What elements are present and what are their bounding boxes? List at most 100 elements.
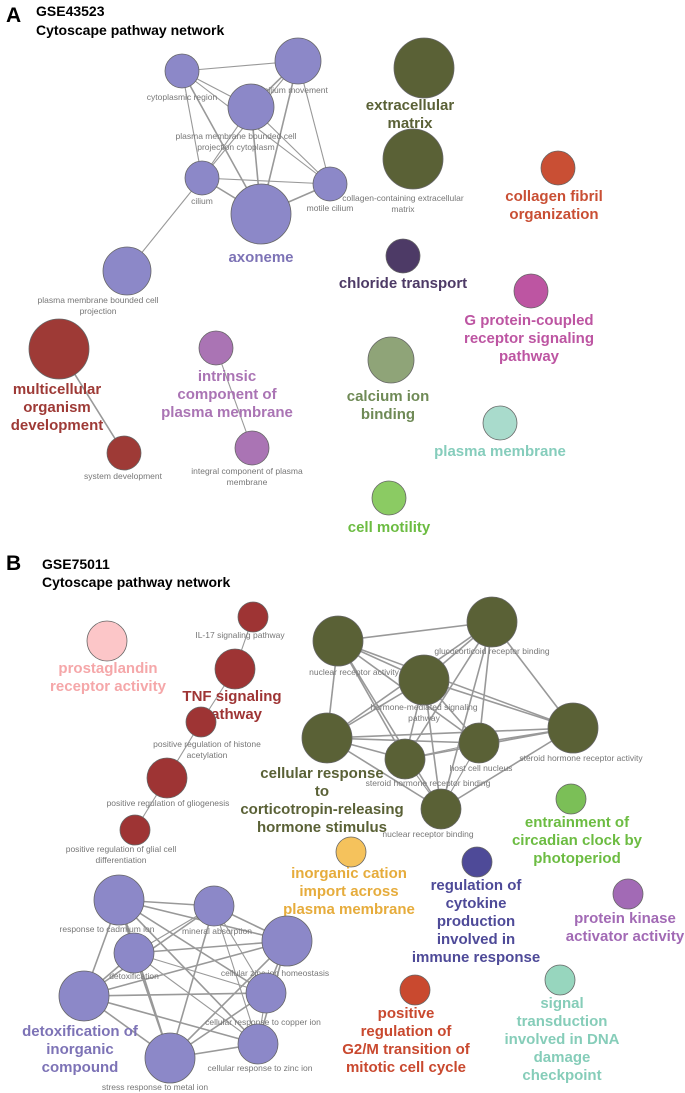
network-edge: [337, 621, 493, 642]
network-edge: [83, 940, 288, 997]
node-label: component of: [177, 386, 277, 403]
network-node-axoneme[interactable]: axoneme: [228, 183, 294, 266]
network-node-pos-reg-glio[interactable]: positive regulation of gliogenesis: [107, 757, 230, 808]
node-label: plasma membrane bounded cell: [176, 131, 297, 141]
network-edge: [83, 995, 259, 1045]
node-circle: [371, 480, 407, 516]
network-node-response-cadmium[interactable]: response to cadmium ion: [60, 874, 155, 934]
panel-a-dataset: GSE43523: [36, 3, 105, 19]
node-circle: [214, 648, 256, 690]
node-label: plasma membrane: [434, 443, 566, 460]
network-node-cellular-zinc-homeo[interactable]: cellular zinc ion homeostasis: [221, 915, 329, 978]
network-node-nuclear-receptor-activity[interactable]: nuclear receptor activity: [309, 615, 400, 677]
network-node-cilium-movement[interactable]: cilium movement: [264, 37, 329, 95]
network-node-pos-reg-glial-diff[interactable]: positive regulation of glial celldiffere…: [66, 814, 177, 865]
network-node-system-development[interactable]: system development: [84, 435, 163, 481]
node-label: cytokine: [446, 895, 507, 912]
network-node-cellular-response-crh[interactable]: cellular responsetocorticotropin-releasi…: [240, 712, 404, 836]
network-node-cytoplasmic-region[interactable]: cytoplasmic region: [147, 53, 218, 102]
node-label: steroid hormone receptor binding: [366, 778, 491, 788]
node-label: positive regulation of glial cell: [66, 844, 177, 854]
node-label: hormone stimulus: [257, 819, 387, 836]
node-label: mitotic cell cycle: [346, 1059, 466, 1076]
node-label: G2/M transition of: [342, 1041, 471, 1058]
network-node-glucocorticoid-binding[interactable]: glucocorticoid receptor binding: [434, 596, 550, 656]
node-label: cellular response: [260, 765, 383, 782]
node-circle: [106, 435, 142, 471]
panel-b-letter: B: [6, 552, 21, 575]
network-edge: [213, 905, 259, 1045]
node-label: nuclear receptor activity: [309, 667, 400, 677]
node-label: production: [437, 913, 515, 930]
network-node-cilium[interactable]: cilium: [184, 160, 220, 206]
network-edge: [201, 177, 331, 185]
network-node-mineral-absorption[interactable]: mineral absorption: [182, 885, 252, 936]
network-edge: [440, 621, 493, 810]
node-label: steroid hormone receptor activity: [519, 753, 643, 763]
node-circle: [234, 430, 270, 466]
node-circle: [458, 722, 500, 764]
node-circle: [420, 788, 462, 830]
node-circle: [93, 874, 145, 926]
network-node-cellular-response-copper[interactable]: cellular response to copper ion: [205, 972, 321, 1027]
node-circle: [482, 405, 518, 441]
node-circle: [28, 318, 90, 380]
network-node-cell-motility[interactable]: cell motility: [348, 480, 431, 536]
node-label: collagen fibril: [505, 188, 603, 205]
network-node-motile-cilium[interactable]: motile cilium: [307, 166, 354, 213]
node-label: calcium ion: [347, 388, 430, 405]
network-node-nuclear-receptor-binding[interactable]: nuclear receptor binding: [382, 788, 474, 839]
node-label: inorganic: [46, 1041, 114, 1058]
node-label: development: [11, 417, 104, 434]
network-node-stress-response-metal[interactable]: stress response to metal ion: [102, 1032, 209, 1092]
network-node-host-cell-nucleus[interactable]: host cell nucleus: [450, 722, 513, 773]
node-label: cilium: [191, 196, 213, 206]
network-edge: [133, 952, 267, 994]
network-node-steroid-hormone-binding[interactable]: steroid hormone receptor binding: [366, 738, 491, 788]
node-label: differentiation: [96, 855, 147, 865]
network-node-plasma-membrane[interactable]: plasma membrane: [434, 405, 566, 460]
network-node-il17[interactable]: IL-17 signaling pathway: [195, 601, 285, 640]
network-edge: [169, 905, 215, 1059]
node-label: IL-17 signaling pathway: [195, 630, 285, 640]
network-node-chloride-transport[interactable]: chloride transport: [339, 238, 467, 292]
node-circle: [335, 836, 367, 868]
network-node-reg-cytokine[interactable]: regulation ofcytokineproductioninvolved …: [412, 846, 540, 966]
node-circle: [113, 932, 155, 974]
node-circle: [312, 166, 348, 202]
node-label: organization: [509, 206, 598, 223]
network-node-cellular-response-zinc[interactable]: cellular response to zinc ion: [208, 1023, 313, 1073]
network-node-pos-reg-histone[interactable]: positive regulation of histoneacetylatio…: [153, 706, 261, 760]
network-node-detoxification[interactable]: detoxification: [109, 932, 159, 981]
node-label: inorganic cation: [291, 865, 407, 882]
network-node-steroid-hormone-activity[interactable]: steroid hormone receptor activity: [519, 702, 643, 763]
node-label: matrix: [391, 204, 415, 214]
node-label: host cell nucleus: [450, 763, 513, 773]
node-label: nuclear receptor binding: [382, 829, 473, 839]
node-label: plasma membrane: [161, 404, 293, 421]
network-edge: [337, 640, 574, 729]
node-label: cilium movement: [264, 85, 328, 95]
